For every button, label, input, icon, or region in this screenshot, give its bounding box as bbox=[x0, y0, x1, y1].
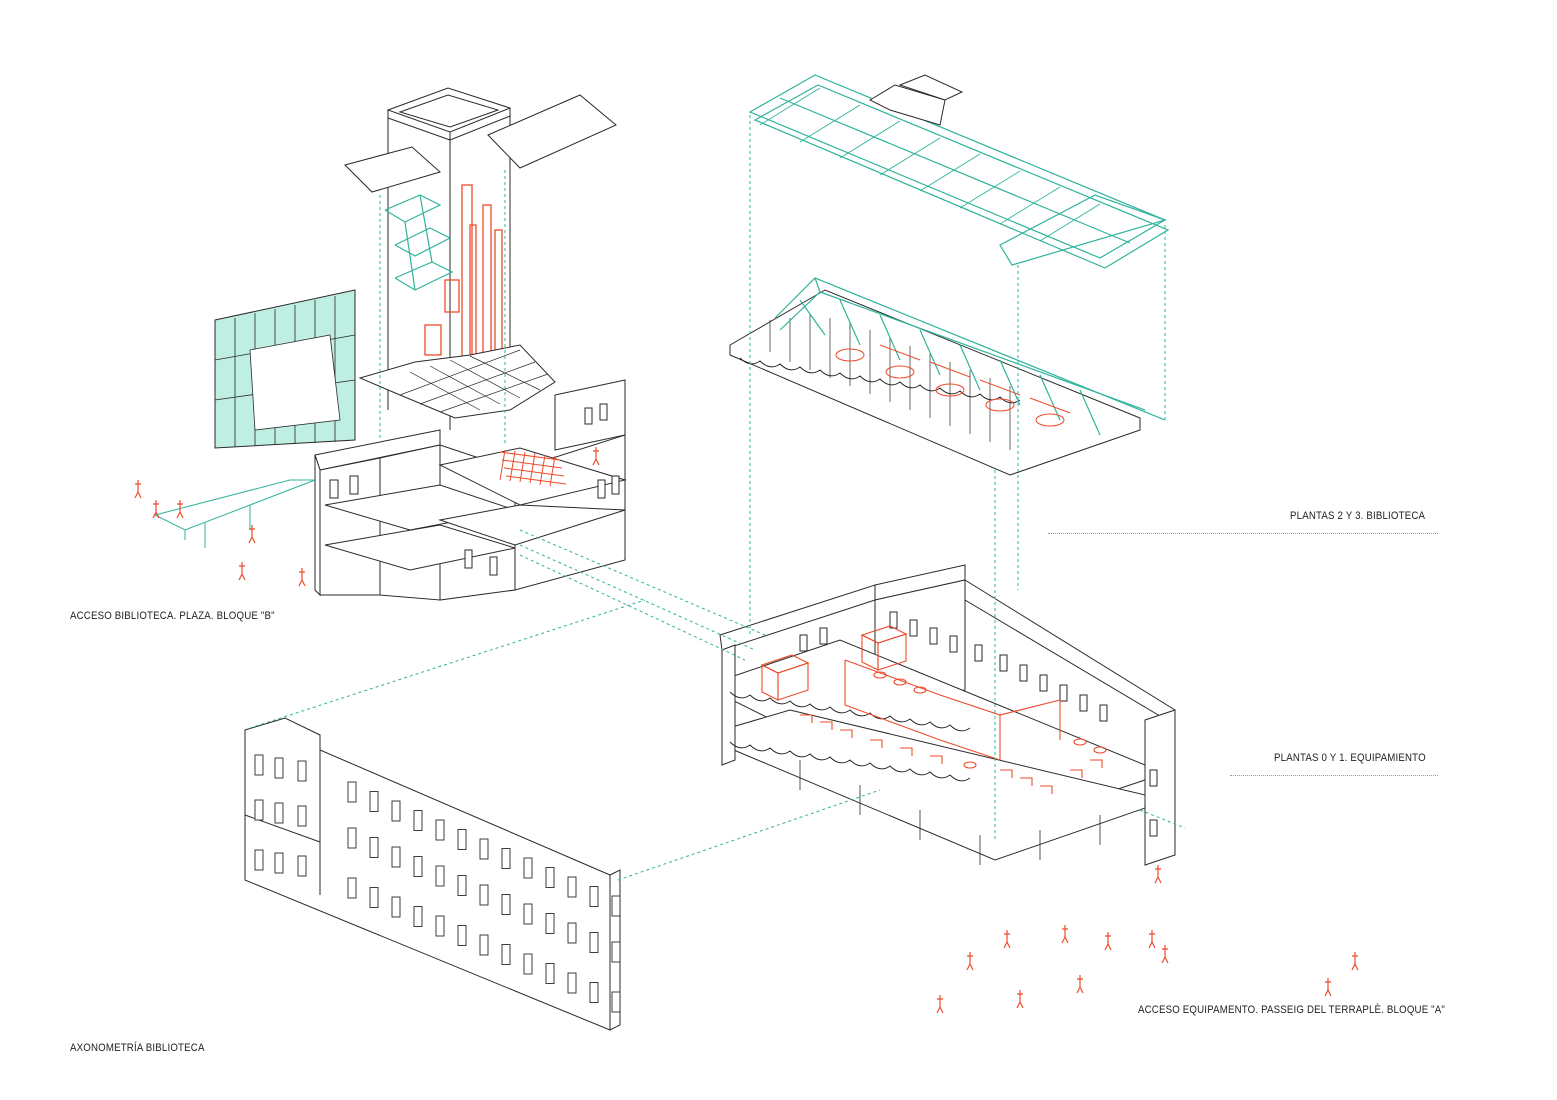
auditorium-seats bbox=[499, 449, 567, 487]
facade-window bbox=[297, 760, 307, 782]
facade-window bbox=[501, 944, 511, 965]
facade-window bbox=[567, 922, 577, 944]
facade-window bbox=[523, 857, 533, 879]
facade-window bbox=[369, 791, 379, 812]
facade-window bbox=[347, 827, 357, 849]
leader-plantas-2-3 bbox=[1048, 533, 1438, 534]
facade-window bbox=[435, 819, 445, 841]
facade-window bbox=[347, 877, 357, 899]
facade-window bbox=[567, 972, 577, 994]
facade-window bbox=[589, 982, 599, 1003]
facade-window bbox=[457, 925, 467, 946]
tower-stairs bbox=[384, 194, 454, 291]
facade-window bbox=[567, 876, 577, 898]
facade-window bbox=[254, 799, 264, 821]
entry-walkway bbox=[153, 479, 316, 548]
facade-window bbox=[369, 887, 379, 908]
tower-roof-wings bbox=[344, 94, 617, 193]
facade-window bbox=[254, 849, 264, 871]
projection-lines bbox=[249, 115, 1186, 881]
facade-window bbox=[589, 932, 599, 953]
facade-window bbox=[413, 856, 423, 877]
facade-window bbox=[297, 855, 307, 877]
drawing-title: AXONOMETRÍA BIBLIOTECA bbox=[70, 1042, 205, 1054]
facade-window bbox=[391, 800, 401, 822]
facade-window bbox=[611, 991, 621, 1013]
facade-window bbox=[369, 837, 379, 858]
facade-window bbox=[413, 810, 423, 831]
equipment-furniture bbox=[760, 625, 1107, 794]
facade-window bbox=[274, 802, 284, 824]
facade-window bbox=[611, 895, 621, 917]
people-terraple bbox=[936, 865, 1359, 1014]
equipment-columns bbox=[799, 760, 1101, 865]
facade-windows bbox=[254, 754, 621, 1013]
facade-window bbox=[523, 903, 533, 925]
facade-window bbox=[611, 941, 621, 963]
block-b-building bbox=[314, 344, 627, 601]
facade-window bbox=[297, 805, 307, 827]
facade-window bbox=[589, 886, 599, 907]
facade-window bbox=[413, 906, 423, 927]
facade-window bbox=[545, 867, 555, 888]
library-roof bbox=[748, 74, 1170, 269]
label-acceso-biblioteca: ACCESO BIBLIOTECA. PLAZA. BLOQUE "B" bbox=[70, 610, 275, 622]
facade-window bbox=[391, 896, 401, 918]
facade-window bbox=[457, 875, 467, 896]
facade-window bbox=[457, 829, 467, 850]
facade-window bbox=[545, 963, 555, 984]
equipment-building bbox=[719, 564, 1176, 866]
label-plantas-0-1: PLANTAS 0 Y 1. EQUIPAMIENTO bbox=[1274, 752, 1426, 764]
facade-window bbox=[274, 852, 284, 874]
library-upper-floor bbox=[729, 277, 1166, 476]
facade-window bbox=[274, 757, 284, 779]
people-plaza bbox=[134, 447, 600, 587]
facade-window bbox=[479, 884, 489, 906]
glazed-facade-panel bbox=[214, 289, 356, 449]
facade-window bbox=[479, 934, 489, 956]
facade-window bbox=[501, 848, 511, 869]
facade-window bbox=[254, 754, 264, 776]
roof-lantern bbox=[868, 74, 964, 126]
facade-window bbox=[347, 781, 357, 803]
facade-window bbox=[479, 838, 489, 860]
facade-window bbox=[435, 915, 445, 937]
facade-window bbox=[545, 913, 555, 934]
facade-window bbox=[391, 846, 401, 868]
facade-window bbox=[501, 894, 511, 915]
leader-plantas-0-1 bbox=[1230, 775, 1438, 776]
facade-window bbox=[523, 953, 533, 975]
facade-window bbox=[435, 865, 445, 887]
label-plantas-2-3: PLANTAS 2 Y 3. BIBLIOTECA bbox=[1290, 510, 1426, 522]
label-acceso-equipamento: ACCESO EQUIPAMENTO. PASSEIG DEL TERRAPLÈ… bbox=[1138, 1004, 1446, 1016]
